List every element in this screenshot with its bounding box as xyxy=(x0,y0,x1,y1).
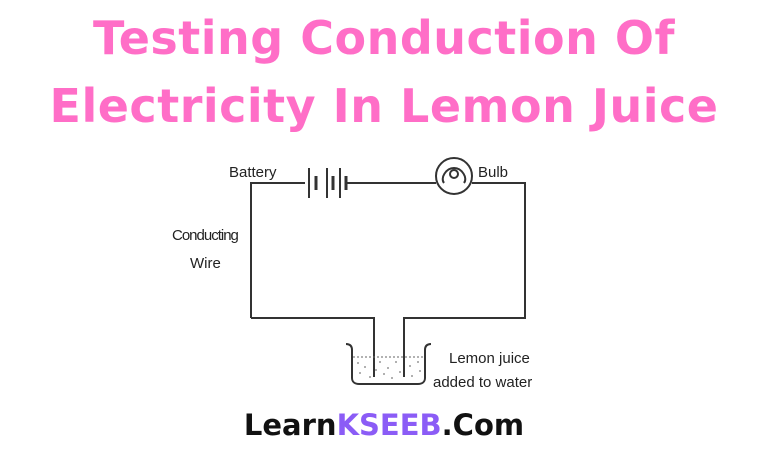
watermark-accent: KSEEB xyxy=(336,408,442,442)
lemon-juice-liquid xyxy=(353,356,424,379)
bulb-label: Bulb xyxy=(478,164,509,181)
battery-label: Battery xyxy=(229,164,277,181)
added-to-water-label: added to water xyxy=(433,374,533,391)
electrode-left xyxy=(251,317,375,377)
title-line-2: Electricity In Lemon Juice xyxy=(49,79,719,133)
lemon-juice-label: Lemon juice xyxy=(449,350,530,367)
conducting-wire-left xyxy=(250,182,305,318)
watermark-prefix: Learn xyxy=(243,408,337,442)
title-line-1: Testing Conduction Of xyxy=(92,11,676,65)
conducting-label: Conducting xyxy=(172,227,239,244)
watermark-suffix: .Com xyxy=(441,408,525,442)
site-watermark: LearnKSEEB.Com xyxy=(0,408,768,442)
bulb-icon xyxy=(435,157,473,195)
conducting-wire-right xyxy=(403,182,526,377)
beaker-icon xyxy=(345,343,432,385)
wire-label: Wire xyxy=(190,255,221,272)
battery-icon xyxy=(308,168,348,198)
